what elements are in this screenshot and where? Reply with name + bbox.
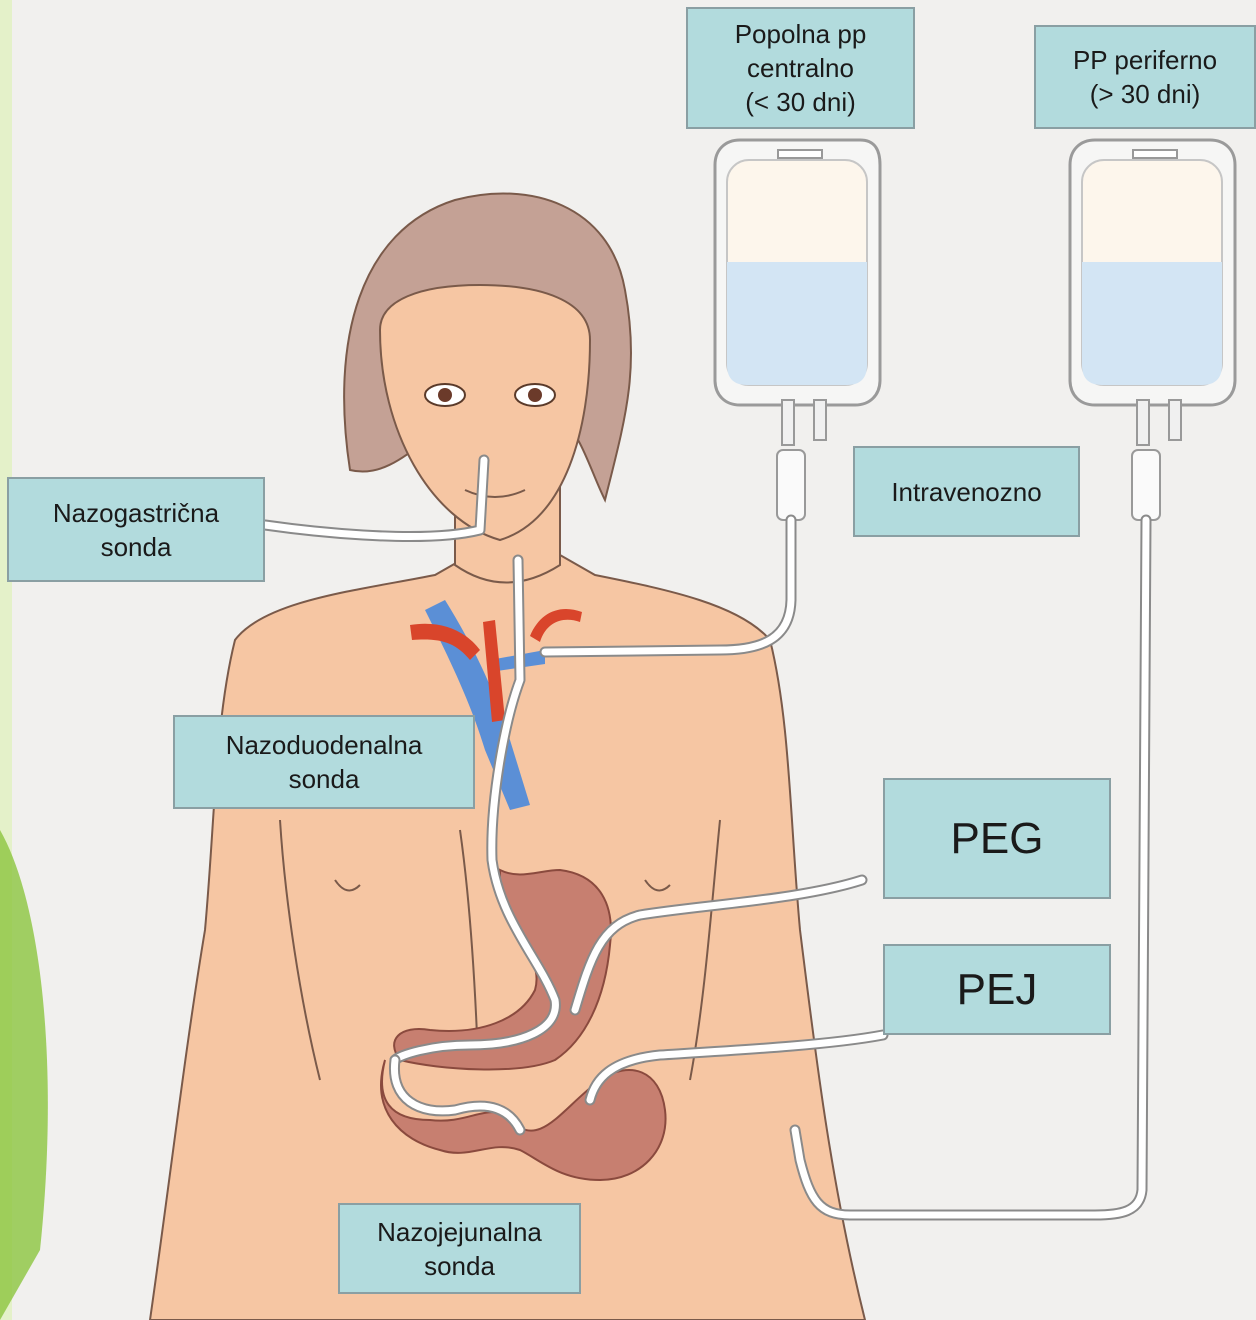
label-nasogastric-tube: Nazogastrična sonda xyxy=(7,477,265,582)
label-tpn-central: Popolna pp centralno (< 30 dni) xyxy=(686,7,915,129)
label-pp-peripheral: PP periferno (> 30 dni) xyxy=(1034,25,1256,129)
label-peg: PEG xyxy=(883,778,1111,899)
label-nasoduodenal-tube: Nazoduodenalna sonda xyxy=(173,715,475,809)
iv-bag-peripheral xyxy=(1070,140,1235,520)
right-pupil xyxy=(528,388,542,402)
green-leaf-decoration xyxy=(0,830,48,1320)
left-pupil xyxy=(438,388,452,402)
label-intravenous: Intravenozno xyxy=(853,446,1080,537)
label-pej: PEJ xyxy=(883,944,1111,1035)
label-nasojejunal-tube: Nazojejunalna sonda xyxy=(338,1203,581,1294)
